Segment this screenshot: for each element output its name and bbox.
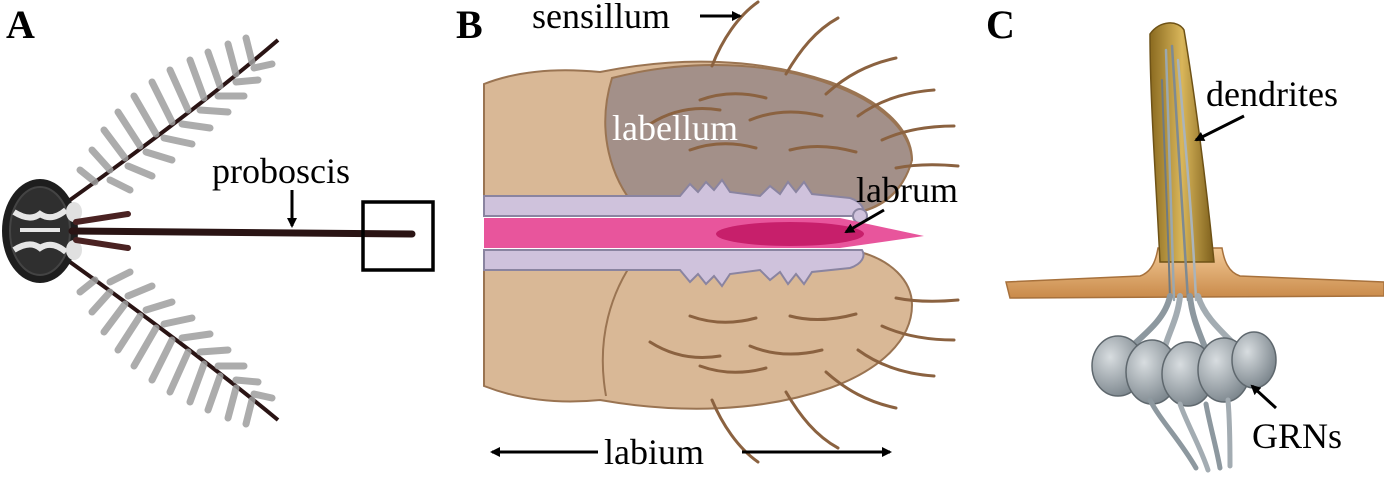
- sensilla-bristles: [648, 0, 960, 464]
- panel-c: C: [986, 2, 1384, 473]
- panel-a: A: [2, 2, 435, 428]
- mosquito-head: [2, 179, 82, 283]
- labellum-label: labellum: [612, 108, 738, 148]
- maxillary-palp-upper: [73, 211, 131, 225]
- labium-label: labium: [604, 432, 704, 472]
- labrum-tip: [716, 222, 864, 246]
- grn-axons: [1147, 397, 1233, 473]
- dendrites-arrow: [1194, 114, 1245, 142]
- panel-b: B: [456, 0, 960, 472]
- panel-b-letter: B: [456, 2, 483, 47]
- labrum-label: labrum: [856, 170, 958, 210]
- zoom-box: [361, 200, 435, 272]
- sensillum-label: sensillum: [532, 0, 670, 36]
- dendrites-label: dendrites: [1206, 74, 1338, 114]
- proboscis-shaft: [68, 227, 416, 238]
- labium-lower: [483, 251, 914, 410]
- grns-arrow: [1250, 384, 1278, 410]
- panel-c-letter: C: [986, 2, 1015, 47]
- proboscis-label: proboscis: [212, 151, 350, 191]
- grns-label: GRNs: [1252, 416, 1342, 456]
- antenna-lower: [68, 260, 280, 428]
- labellum-upper: [604, 64, 914, 213]
- antenna-upper: [68, 34, 280, 202]
- grn-cell-bodies: [1091, 331, 1277, 407]
- stylet-lower: [483, 249, 865, 288]
- dendrites: [1161, 44, 1198, 302]
- labrum-arrow: [844, 208, 885, 234]
- maxillary-palp-lower: [73, 237, 131, 251]
- panel-a-letter: A: [6, 2, 35, 47]
- sensillum-peg: [1149, 22, 1215, 263]
